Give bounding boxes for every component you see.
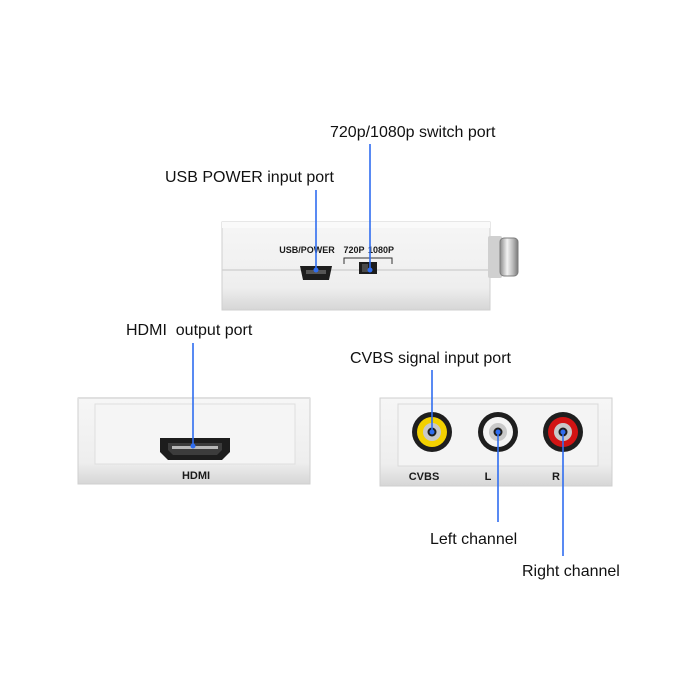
device-rca-side: CVBS L R xyxy=(379,397,613,487)
device-usb-side: USB/POWER 720P 1080P xyxy=(221,221,519,311)
callout-usb-power: USB POWER input port xyxy=(165,169,335,186)
leader-lines xyxy=(192,144,564,556)
usb-power-label: USB/POWER xyxy=(279,245,335,255)
slide-switch-icon[interactable] xyxy=(359,262,377,274)
callout-left-channel: Left channel xyxy=(430,531,517,548)
leader-dots xyxy=(190,267,566,449)
hdmi-label: HDMI xyxy=(182,470,210,482)
right-label: R xyxy=(552,471,560,483)
callout-switch-port: 720p/1080p switch port xyxy=(330,124,496,141)
callout-hdmi-output: HDMI output port xyxy=(126,322,253,339)
rca-side-jack-icon xyxy=(488,236,519,278)
callout-right-channel: Right channel xyxy=(522,563,620,580)
label-720p: 720P xyxy=(343,245,364,255)
left-label: L xyxy=(485,471,492,483)
device-hdmi-side: HDMI xyxy=(77,397,311,485)
label-1080p: 1080P xyxy=(368,245,394,255)
hdmi-port-icon xyxy=(160,438,230,460)
cvbs-label: CVBS xyxy=(409,471,440,483)
callout-cvbs-input: CVBS signal input port xyxy=(350,350,512,367)
